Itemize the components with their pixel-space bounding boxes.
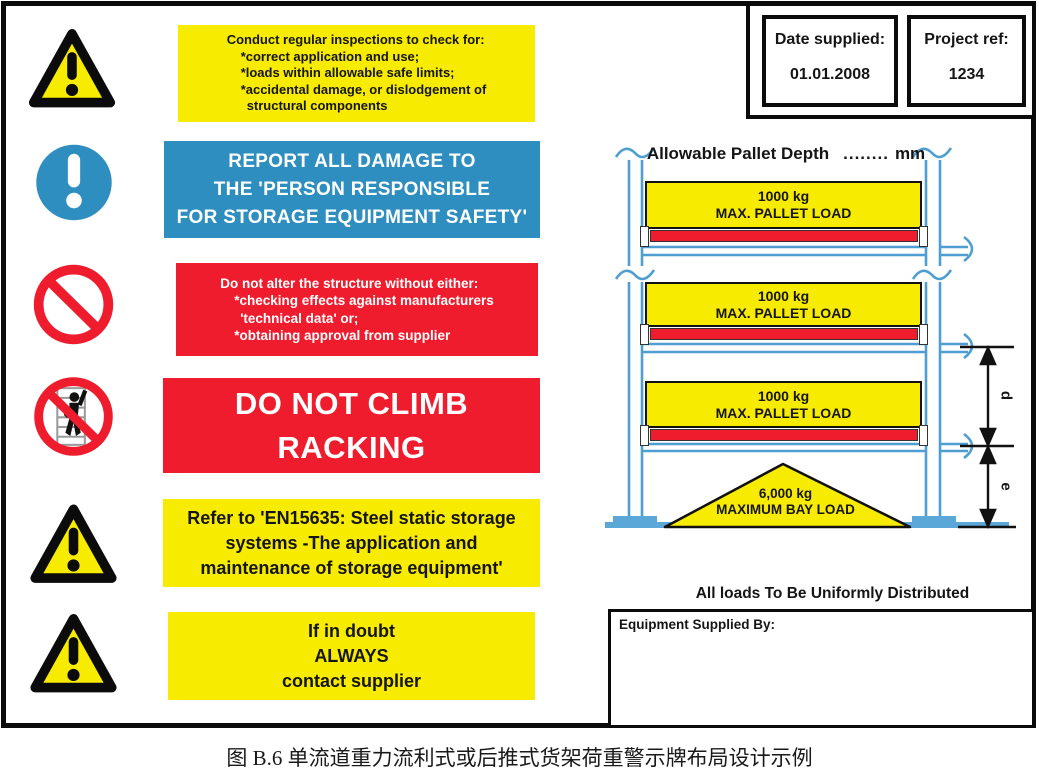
dimension-label-e: e	[997, 482, 1015, 491]
equipment-supplied-label: Equipment Supplied By:	[619, 617, 776, 632]
warning-triangle-icon	[28, 26, 116, 113]
beam-end-plate	[919, 324, 928, 345]
beam-end-plate	[640, 324, 649, 345]
dimension-label-d: d	[997, 390, 1015, 401]
mandatory-attention-icon	[33, 139, 115, 226]
message-line: FOR STORAGE EQUIPMENT SAFETY'	[176, 206, 528, 228]
message-no-alteration: Do not alter the structure without eithe…	[176, 263, 538, 356]
warning-triangle-icon	[30, 501, 117, 589]
message-report-damage: REPORT ALL DAMAGE TO THE 'PERSON RESPONS…	[164, 141, 540, 238]
date-supplied-box: Date supplied: 01.01.2008	[762, 15, 898, 107]
message-en15635: Refer to 'EN15635: Steel static storage …	[163, 499, 540, 587]
figure-caption: 图 B.6 单流道重力流利式或后推式货架荷重警示牌布局设计示例	[226, 746, 813, 770]
message-line: Do not alter the structure without eithe…	[220, 275, 479, 291]
message-line: structural components	[246, 98, 388, 114]
beam-bar	[650, 429, 918, 441]
message-line: systems -The application and	[225, 532, 478, 553]
equipment-supplied-box: Equipment Supplied By:	[608, 609, 1035, 728]
bay-load-text: MAXIMUM BAY LOAD	[716, 502, 855, 517]
message-inspections: Conduct regular inspections to check for…	[178, 25, 535, 122]
project-ref-value: 1234	[948, 66, 985, 83]
outer-frame	[1, 1, 1036, 728]
message-line: If in doubt	[308, 620, 395, 641]
pallet-load-value: 1000 kg	[757, 188, 810, 204]
message-line: *obtaining approval from supplier	[234, 328, 451, 343]
beam-end-plate	[640, 425, 649, 446]
pallet-depth-label: Allowable Pallet Depth	[646, 144, 830, 163]
project-ref-label: Project ref:	[924, 31, 1009, 48]
beam-bar	[650, 328, 918, 340]
pallet-load-text: MAX. PALLET LOAD	[715, 205, 852, 221]
message-line: maintenance of storage equipment'	[200, 557, 503, 578]
beam-end-plate	[640, 226, 649, 247]
pallet-load-value: 1000 kg	[757, 287, 810, 304]
pallet-load-panel: 1000 kg MAX. PALLET LOAD	[645, 282, 922, 327]
header-box-group: Date supplied: 01.01.2008 Project ref: 1…	[746, 2, 1036, 119]
message-line: 'technical data' or;	[240, 310, 359, 326]
pallet-load-panel: 1000 kg MAX. PALLET LOAD	[645, 181, 922, 229]
uniform-distribution-note: All loads To Be Uniformly Distributed	[695, 585, 970, 602]
beam-end-plate	[919, 425, 928, 446]
message-line: contact supplier	[281, 670, 422, 691]
bay-load-label: 6,000 kg MAXIMUM BAY LOAD	[688, 486, 883, 518]
pallet-load-panel: 1000 kg MAX. PALLET LOAD	[645, 381, 922, 428]
date-supplied-label: Date supplied:	[774, 31, 886, 48]
prohibition-icon	[33, 261, 114, 348]
warning-triangle-icon	[30, 611, 117, 698]
message-line: DO NOT CLIMB	[234, 385, 469, 421]
project-ref-box: Project ref: 1234	[907, 15, 1026, 107]
beam-bar	[650, 230, 918, 242]
no-climbing-icon	[33, 372, 114, 461]
pallet-load-value: 1000 kg	[757, 387, 810, 404]
message-line: Refer to 'EN15635: Steel static storage	[187, 507, 516, 528]
pallet-depth-title: Allowable Pallet Depth........ mm	[636, 144, 936, 164]
message-line: REPORT ALL DAMAGE TO	[228, 150, 476, 172]
beam-end-plate	[919, 226, 928, 247]
pallet-load-text: MAX. PALLET LOAD	[715, 304, 852, 321]
message-line: *correct application and use;	[240, 48, 420, 64]
pallet-depth-dots: ........	[843, 144, 889, 163]
message-line: *accidental damage, or dislodgement of	[240, 81, 487, 97]
bay-load-value: 6,000 kg	[758, 486, 813, 501]
message-line: THE 'PERSON RESPONSIBLE	[213, 178, 491, 200]
date-supplied-value: 01.01.2008	[789, 66, 871, 83]
message-do-not-climb: DO NOT CLIMB RACKING	[163, 378, 540, 473]
message-line: *loads within allowable safe limits;	[240, 65, 455, 81]
message-line: Conduct regular inspections to check for…	[226, 32, 485, 48]
pallet-load-text: MAX. PALLET LOAD	[715, 404, 852, 421]
message-contact-supplier: If in doubt ALWAYS contact supplier	[168, 612, 535, 700]
message-line: ALWAYS	[314, 645, 389, 666]
message-line: *checking effects against manufacturers	[234, 293, 494, 308]
message-line: RACKING	[277, 429, 426, 465]
pallet-depth-unit: mm	[894, 144, 926, 163]
